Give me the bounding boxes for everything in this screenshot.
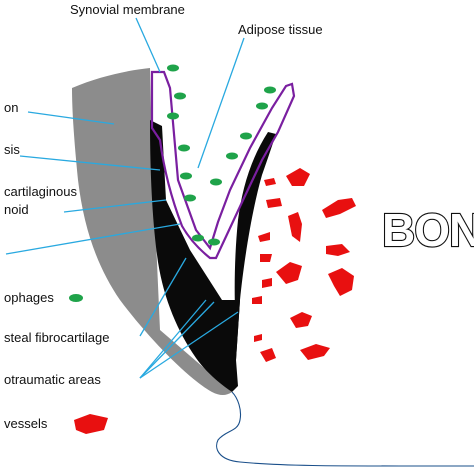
vessel-blob [262, 278, 272, 288]
vessel-blob [254, 334, 262, 342]
label-tendon: on [4, 100, 18, 115]
leader-periosteal [139, 257, 187, 337]
vessel-legend-blob [74, 414, 108, 434]
vessel-blob [276, 262, 302, 284]
synovial-membrane-outline [150, 70, 296, 260]
label-microtraumatic-areas: otraumatic areas [4, 372, 101, 387]
label-synovial-membrane: Synovial membrane [70, 2, 185, 17]
vessel-blob [300, 344, 330, 360]
macrophage-legend-dot [69, 294, 83, 302]
bone-outline [216, 391, 474, 467]
macrophage-dot [264, 86, 276, 94]
leader-tendon [27, 111, 115, 125]
macrophage-dot [178, 144, 190, 152]
vessel-blob [260, 254, 272, 262]
vessel-blob [252, 296, 262, 304]
label-periosteal-fibrocartilage: steal fibrocartilage [4, 330, 110, 345]
vessel-blob [328, 268, 354, 296]
macrophage-dot [256, 102, 268, 110]
macrophage-dot [167, 64, 179, 72]
leader-synovial [135, 17, 161, 73]
label-cartilaginous-line2: noid [4, 202, 29, 217]
vessel-blob [258, 232, 270, 242]
leader-micro-3 [139, 311, 239, 379]
leader-enthesis [19, 155, 161, 171]
leader-adipose [197, 37, 245, 169]
leader-lines [5, 17, 245, 379]
macrophage-dot [226, 152, 238, 160]
label-cartilaginous-line1: cartilaginous [4, 184, 77, 199]
macrophage-dot [167, 112, 179, 120]
label-macrophages: ophages [4, 290, 54, 305]
fibrocartilage-left [150, 120, 240, 392]
leader-micro-2 [139, 301, 215, 379]
label-enthesis: sis [4, 142, 20, 157]
macrophage-dot [184, 194, 196, 202]
vessel-blob [288, 212, 302, 242]
vessels-group [74, 168, 356, 434]
macrophage-dot [240, 132, 252, 140]
macrophage-dot [174, 92, 186, 100]
vessel-blob [290, 312, 312, 328]
vessel-blob [264, 178, 276, 186]
leader-cartilaginous [63, 199, 167, 213]
tendon-shape [72, 68, 232, 395]
label-adipose-tissue: Adipose tissue [238, 22, 323, 37]
fibrocartilage-right [234, 132, 276, 360]
macrophages-group [69, 64, 276, 302]
vessel-blob [266, 198, 282, 208]
vessel-blob [322, 198, 356, 218]
macrophage-dot [192, 234, 204, 242]
label-blood-vessels: vessels [4, 416, 48, 431]
macrophage-dot [180, 172, 192, 180]
vessel-blob [260, 348, 276, 362]
macrophage-dot [208, 238, 220, 246]
leader-micro-1 [139, 299, 207, 379]
vessel-blob [326, 244, 350, 256]
label-bone: BON [382, 204, 474, 256]
leader-bone-edge [5, 223, 181, 255]
vessel-blob [286, 168, 310, 186]
macrophage-dot [210, 178, 222, 186]
